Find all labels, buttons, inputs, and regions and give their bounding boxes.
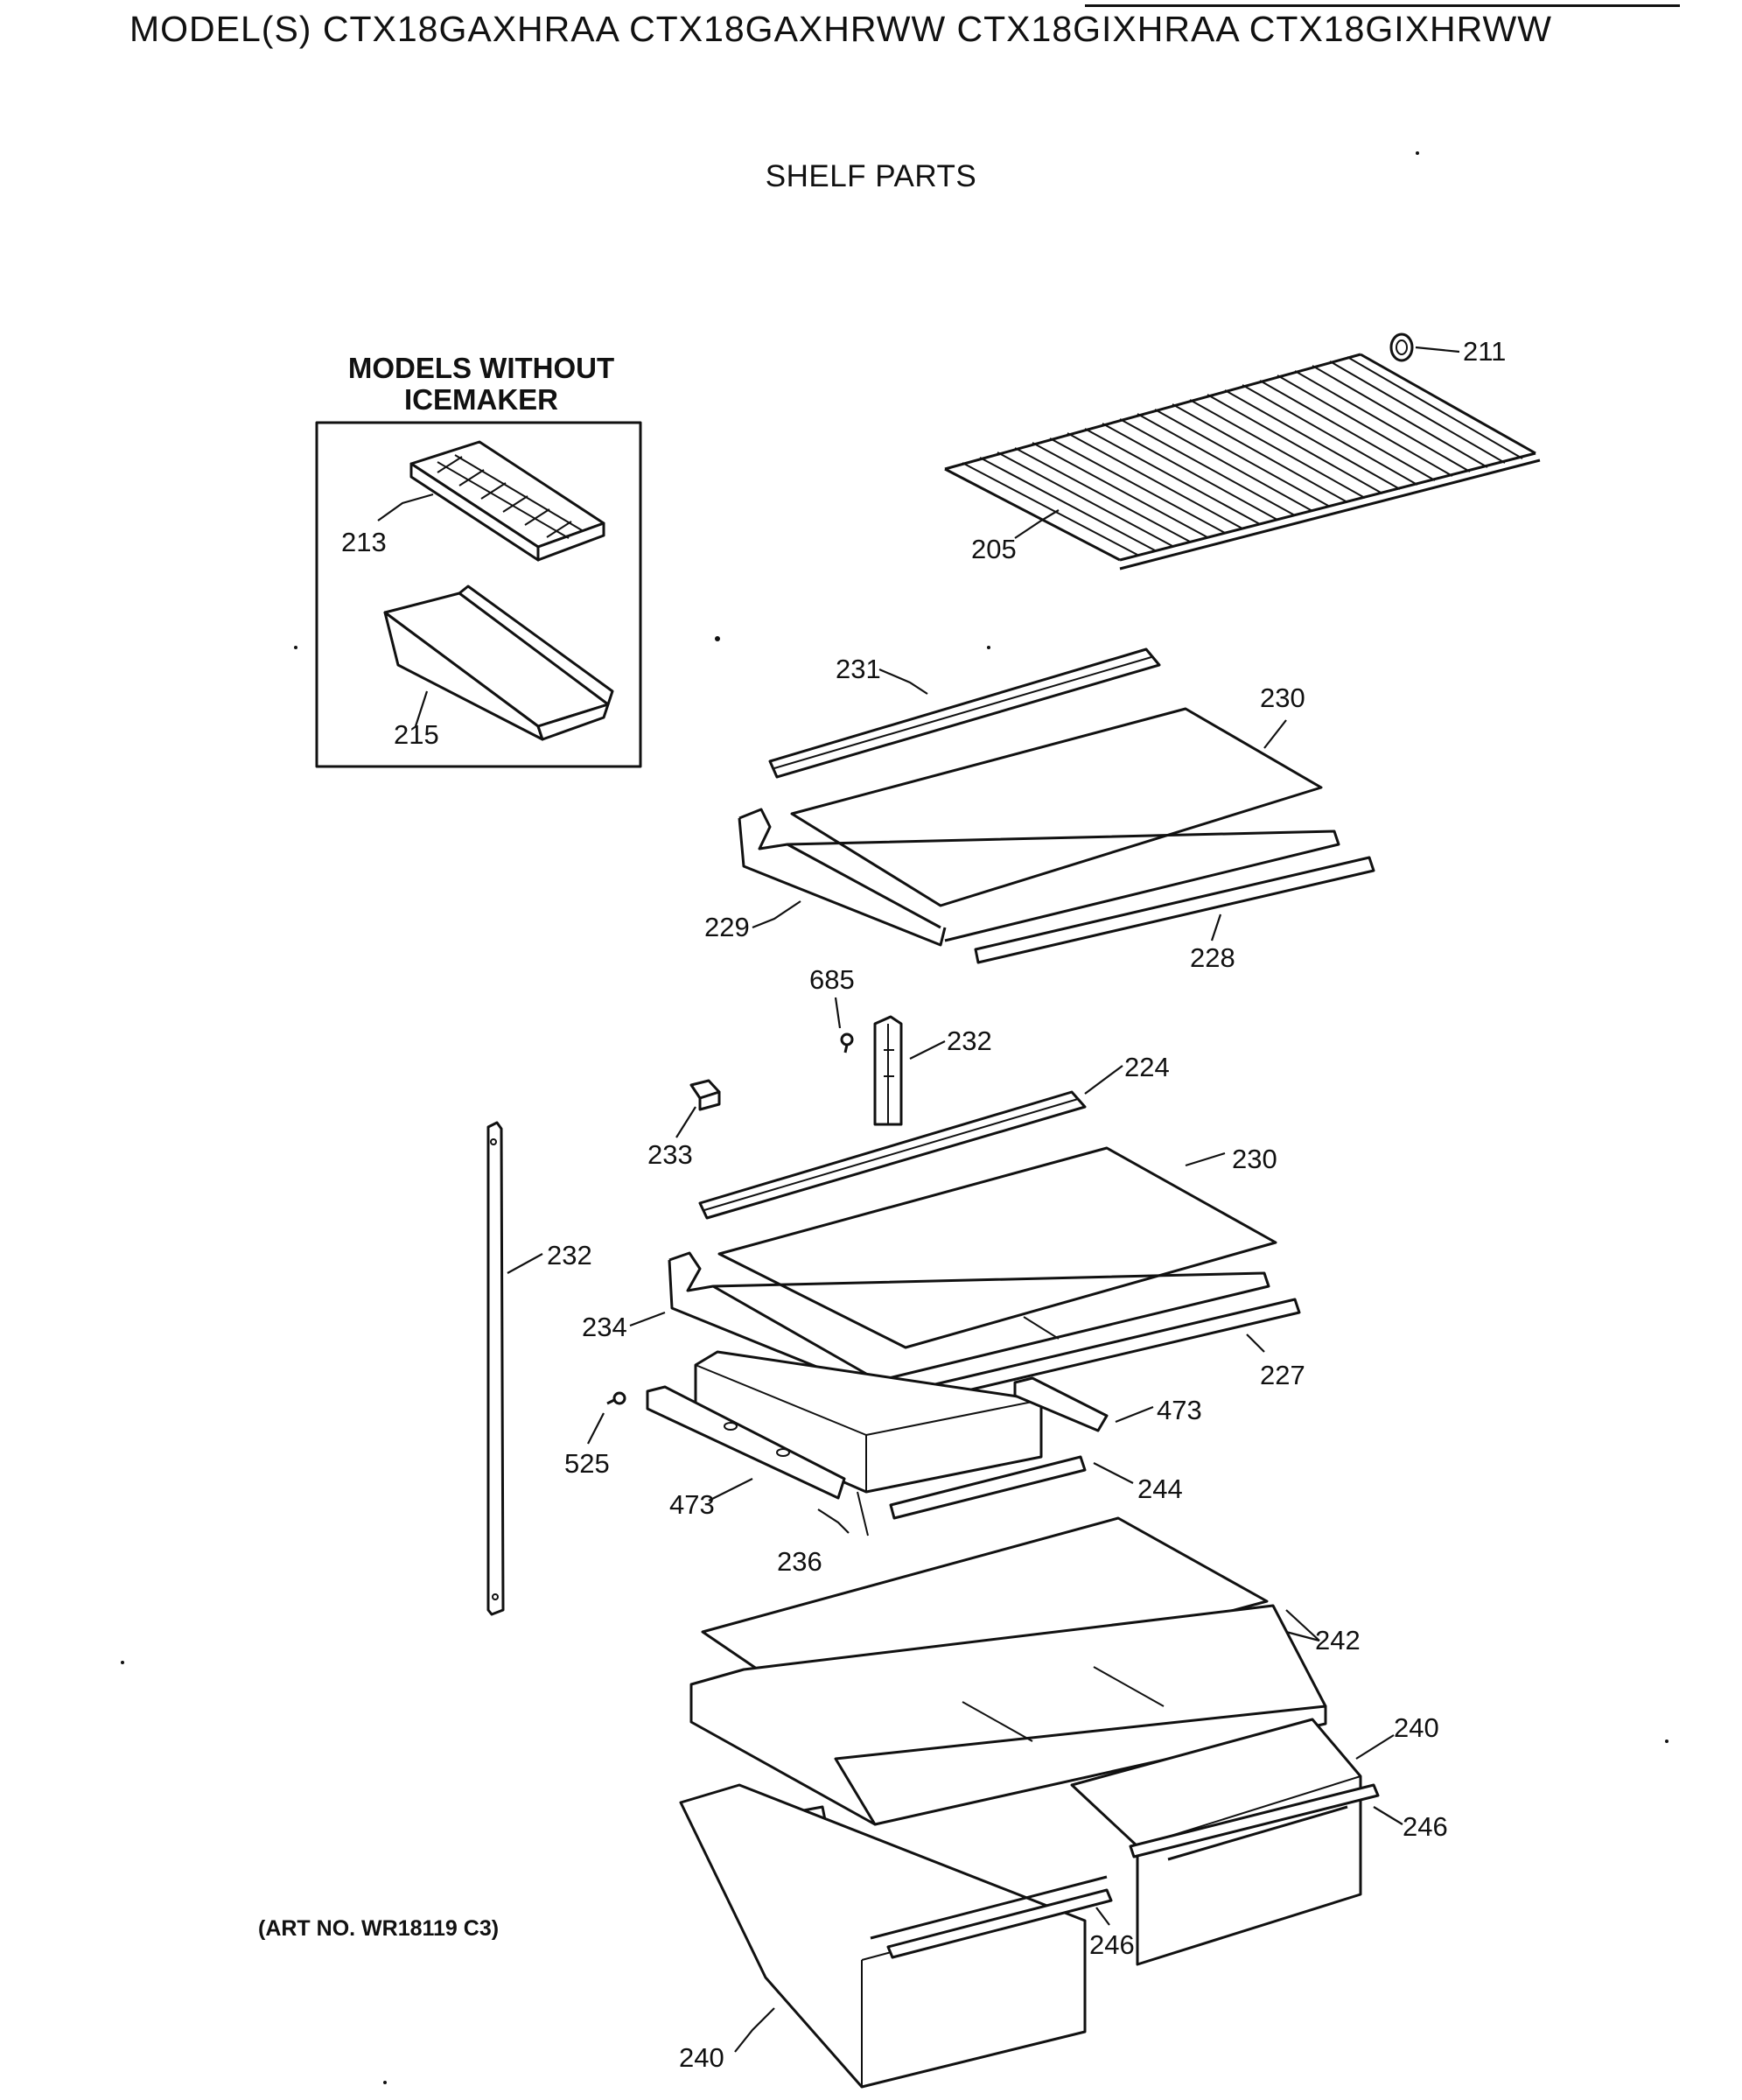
part-246-handle-left: [886, 1888, 1113, 1959]
callout-240b: 240: [679, 2042, 724, 2073]
inset-heading: MODELS WITHOUT ICEMAKER: [315, 353, 647, 416]
part-473-rail-right: [1013, 1376, 1109, 1432]
leader-211: [1415, 346, 1460, 354]
leader-685: [834, 997, 842, 1029]
part-229-shelf-frame: [738, 808, 1340, 947]
leader-236: [817, 1508, 850, 1534]
callout-240a: 240: [1394, 1712, 1439, 1743]
scan-speck: [1665, 1740, 1669, 1743]
part-244-trim: [889, 1455, 1087, 1520]
scan-speck: [383, 2081, 387, 2084]
inset-box: [315, 421, 642, 768]
callout-246b: 246: [1089, 1929, 1135, 1960]
scan-speck: [121, 1661, 124, 1664]
leader-227: [1246, 1334, 1265, 1353]
model-numbers-header: MODEL(S) CTX18GAXHRAA CTX18GAXHRWW CTX18…: [129, 9, 1552, 49]
callout-205: 205: [971, 534, 1017, 564]
leader-233: [675, 1106, 696, 1138]
callout-246a: 246: [1403, 1811, 1448, 1842]
part-232-support-upper: [873, 1015, 903, 1126]
leader-232b: [507, 1253, 543, 1274]
callout-231: 231: [836, 654, 881, 684]
callout-228: 228: [1190, 942, 1235, 973]
part-230-glass-upper: [790, 707, 1323, 907]
callout-685: 685: [809, 964, 855, 995]
part-232-support-long: [486, 1121, 505, 1616]
callout-230a: 230: [1260, 682, 1305, 713]
leader-228: [1210, 914, 1222, 942]
part-231-trim: [768, 648, 1161, 779]
leader-473a: [1115, 1405, 1154, 1424]
callout-242: 242: [1315, 1625, 1361, 1656]
callout-473a: 473: [1157, 1395, 1202, 1425]
part-211-plug: [1389, 332, 1414, 362]
callout-229: 229: [704, 912, 750, 942]
inset-heading-line1: MODELS WITHOUT: [347, 352, 615, 384]
callout-224: 224: [1124, 1052, 1170, 1082]
leader-525: [587, 1412, 605, 1445]
callout-215: 215: [394, 719, 439, 750]
art-number: (ART NO. WR18119 C3): [258, 1916, 500, 1941]
part-240-crisper-left: [679, 1783, 1108, 2089]
leader-232a: [909, 1040, 946, 1060]
diagram-title: SHELF PARTS: [765, 159, 977, 193]
callout-230b: 230: [1232, 1144, 1277, 1174]
leader-246a: [1373, 1806, 1403, 1825]
part-205-wire-shelf: [944, 353, 1541, 570]
leader-242: [1285, 1609, 1320, 1642]
callout-234: 234: [582, 1312, 627, 1342]
leader-240b: [734, 2007, 775, 2053]
part-473-rail-left: [646, 1385, 846, 1500]
leader-215: [414, 690, 429, 727]
leader-230a: [1263, 719, 1287, 749]
scan-speck: [294, 646, 297, 649]
leader-230b: [1185, 1152, 1226, 1167]
part-242-crisper-cover: [689, 1516, 1327, 1826]
leader-246b: [1095, 1907, 1110, 1926]
leader-224: [1084, 1065, 1123, 1095]
header-rule: [1085, 4, 1680, 7]
part-233-clip: [689, 1079, 721, 1111]
part-213-ice-tray: [409, 440, 605, 562]
part-215-ice-bin: [383, 584, 614, 741]
callout-473b: 473: [669, 1489, 715, 1520]
leader-473b: [708, 1478, 753, 1502]
part-224-trim: [698, 1090, 1087, 1220]
callout-233: 233: [647, 1139, 693, 1170]
callout-236: 236: [777, 1546, 822, 1577]
inset-heading-line2: ICEMAKER: [403, 383, 558, 416]
leader-231: [878, 668, 928, 695]
part-228-front-trim: [974, 856, 1375, 964]
callout-213: 213: [341, 527, 387, 557]
callout-232b: 232: [547, 1240, 592, 1270]
callout-227: 227: [1260, 1360, 1305, 1390]
part-525-screw: [606, 1391, 626, 1405]
callout-211: 211: [1463, 336, 1506, 367]
callout-232a: 232: [947, 1026, 992, 1056]
leader-229: [752, 900, 801, 929]
scan-speck: [715, 636, 720, 641]
part-685-screw: [840, 1032, 854, 1054]
leader-244: [1093, 1462, 1134, 1484]
scan-speck: [1416, 151, 1419, 155]
part-230-glass-middle: [717, 1146, 1277, 1349]
leader-242b: [1285, 1630, 1320, 1642]
leader-213: [377, 493, 434, 522]
callout-244: 244: [1137, 1474, 1183, 1504]
part-246-handle-right: [1129, 1783, 1380, 1858]
callout-525: 525: [564, 1448, 610, 1479]
leader-234: [629, 1311, 666, 1327]
scan-speck: [987, 646, 990, 649]
leader-205: [1014, 509, 1060, 539]
leader-240a: [1355, 1734, 1395, 1760]
